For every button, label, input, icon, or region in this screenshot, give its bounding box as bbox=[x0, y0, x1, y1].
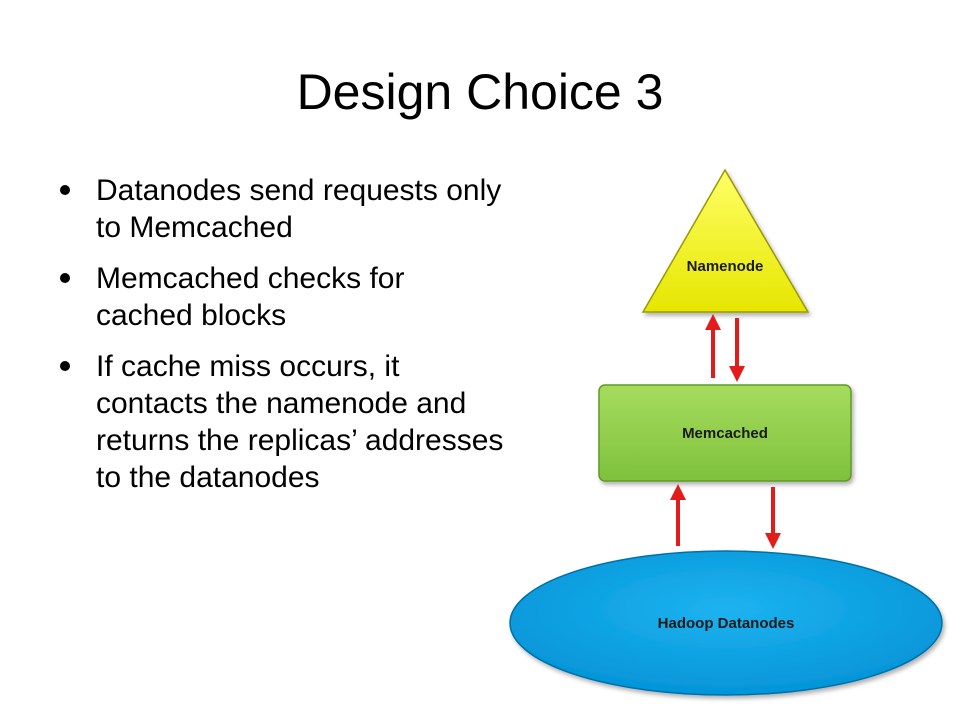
bullet-item-3: If cache miss occurs, it contacts the na… bbox=[58, 348, 508, 496]
namenode-label: Namenode bbox=[687, 258, 764, 275]
datanodes-label: Hadoop Datanodes bbox=[658, 615, 795, 632]
datanodes-node: Hadoop Datanodes bbox=[509, 550, 943, 696]
bullet-list: Datanodes send requests only to Memcache… bbox=[58, 172, 508, 510]
memcached-node: Memcached bbox=[598, 384, 852, 482]
page-title: Design Choice 3 bbox=[296, 64, 664, 120]
bullet-item-1: Datanodes send requests only to Memcache… bbox=[58, 172, 508, 246]
namenode-node: Namenode bbox=[641, 168, 810, 313]
memcached-label: Memcached bbox=[682, 425, 768, 442]
bullet-item-2: Memcached checks for cached blocks bbox=[58, 260, 508, 334]
